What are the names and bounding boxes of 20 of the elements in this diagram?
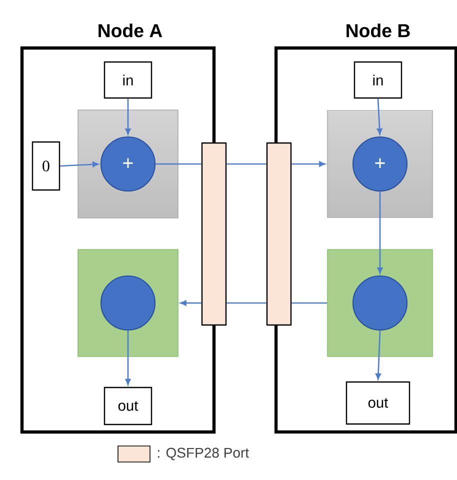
node-title: Node B: [346, 24, 410, 38]
arrow: [377, 192, 383, 274]
constant-box: 0: [32, 141, 60, 191]
io-box: out: [104, 386, 152, 426]
io-box: in: [104, 61, 152, 99]
arrow: [376, 98, 382, 135]
arrow: [376, 330, 382, 380]
operator-circle: [352, 275, 408, 331]
legend-text: : QSFP28 Port: [158, 448, 249, 460]
arrow: [125, 330, 131, 386]
node-title: Node A: [98, 24, 162, 38]
arrow: [125, 98, 131, 135]
port-bar: [201, 142, 227, 326]
io-box: in: [354, 61, 402, 99]
arrow: [60, 162, 99, 168]
arrow: [180, 300, 202, 306]
operator-circle: [100, 275, 156, 331]
port-bar: [266, 142, 292, 326]
arrow: [292, 161, 326, 167]
io-box: out: [346, 381, 410, 425]
